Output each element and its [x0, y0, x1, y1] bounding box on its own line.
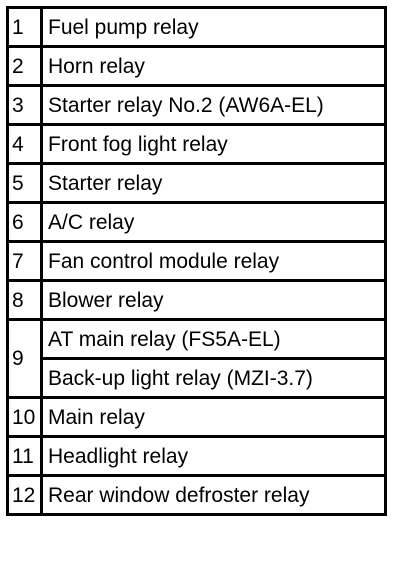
relay-table-body: 1 Fuel pump relay 2 Horn relay 3 Starter… [6, 6, 387, 516]
table-row: 6 A/C relay [6, 201, 387, 243]
table-row: 7 Fan control module relay [6, 240, 387, 282]
relay-name: A/C relay [40, 201, 387, 243]
relay-name: Starter relay No.2 (AW6A-EL) [40, 84, 387, 126]
relay-number: 12 [6, 474, 43, 516]
relay-number: 9 [6, 318, 43, 399]
relay-name: Headlight relay [40, 435, 387, 477]
table-row: 10 Main relay [6, 396, 387, 438]
relay-name: Blower relay [40, 279, 387, 321]
relay-number: 10 [6, 396, 43, 438]
table-row: 4 Front fog light relay [6, 123, 387, 165]
relay-name: Fan control module relay [40, 240, 387, 282]
relay-number: 1 [6, 6, 43, 48]
table-row: 3 Starter relay No.2 (AW6A-EL) [6, 84, 387, 126]
relay-name: Back-up light relay (MZI-3.7) [40, 357, 387, 399]
relay-name: Main relay [40, 396, 387, 438]
relay-number: 5 [6, 162, 43, 204]
table-row: 9 AT main relay (FS5A-EL) [6, 318, 387, 399]
relay-number: 4 [6, 123, 43, 165]
relay-name: AT main relay (FS5A-EL) [40, 318, 387, 360]
relay-number: 6 [6, 201, 43, 243]
relay-name: Horn relay [40, 45, 387, 87]
table-row: 2 Horn relay [6, 45, 387, 87]
table-row: 12 Rear window defroster relay [6, 474, 387, 516]
relay-number: 7 [6, 240, 43, 282]
relay-number: 8 [6, 279, 43, 321]
relay-name: Front fog light relay [40, 123, 387, 165]
table-row: 1 Fuel pump relay [6, 6, 387, 48]
table-row: 11 Headlight relay [6, 435, 387, 477]
relay-name: Rear window defroster relay [40, 474, 387, 516]
relay-table: 1 Fuel pump relay 2 Horn relay 3 Starter… [6, 6, 387, 516]
relay-name: Starter relay [40, 162, 387, 204]
relay-number: 11 [6, 435, 43, 477]
relay-number: 2 [6, 45, 43, 87]
relay-name: Fuel pump relay [40, 6, 387, 48]
table-row: 5 Starter relay [6, 162, 387, 204]
table-row: Back-up light relay (MZI-3.7) [8, 357, 387, 399]
table-row: 8 Blower relay [6, 279, 387, 321]
relay-number: 3 [6, 84, 43, 126]
